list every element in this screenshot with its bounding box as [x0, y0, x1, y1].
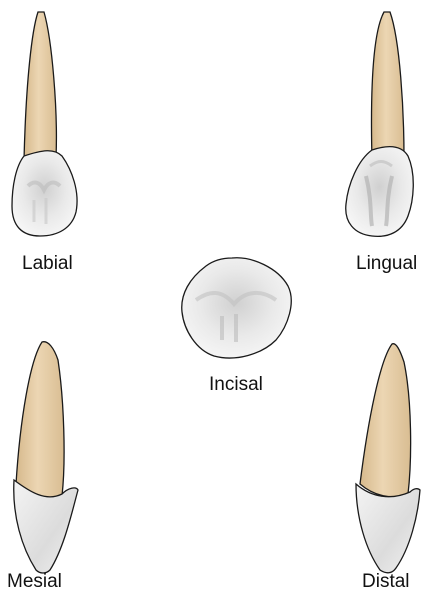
- distal-root: [360, 344, 411, 497]
- lingual-tooth: [346, 12, 414, 236]
- distal-tooth: [356, 344, 420, 573]
- incisal-crown: [182, 258, 291, 358]
- label-distal: Distal: [362, 572, 410, 591]
- labial-root: [24, 12, 56, 160]
- label-lingual: Lingual: [356, 254, 417, 273]
- incisal-tooth: [182, 258, 291, 358]
- mesial-tooth: [14, 342, 78, 573]
- label-labial: Labial: [22, 254, 73, 273]
- mesial-root: [16, 342, 64, 499]
- label-mesial: Mesial: [7, 572, 62, 591]
- labial-tooth: [12, 12, 77, 236]
- label-incisal: Incisal: [209, 375, 263, 394]
- distal-crown: [356, 484, 420, 573]
- lingual-root: [372, 12, 405, 160]
